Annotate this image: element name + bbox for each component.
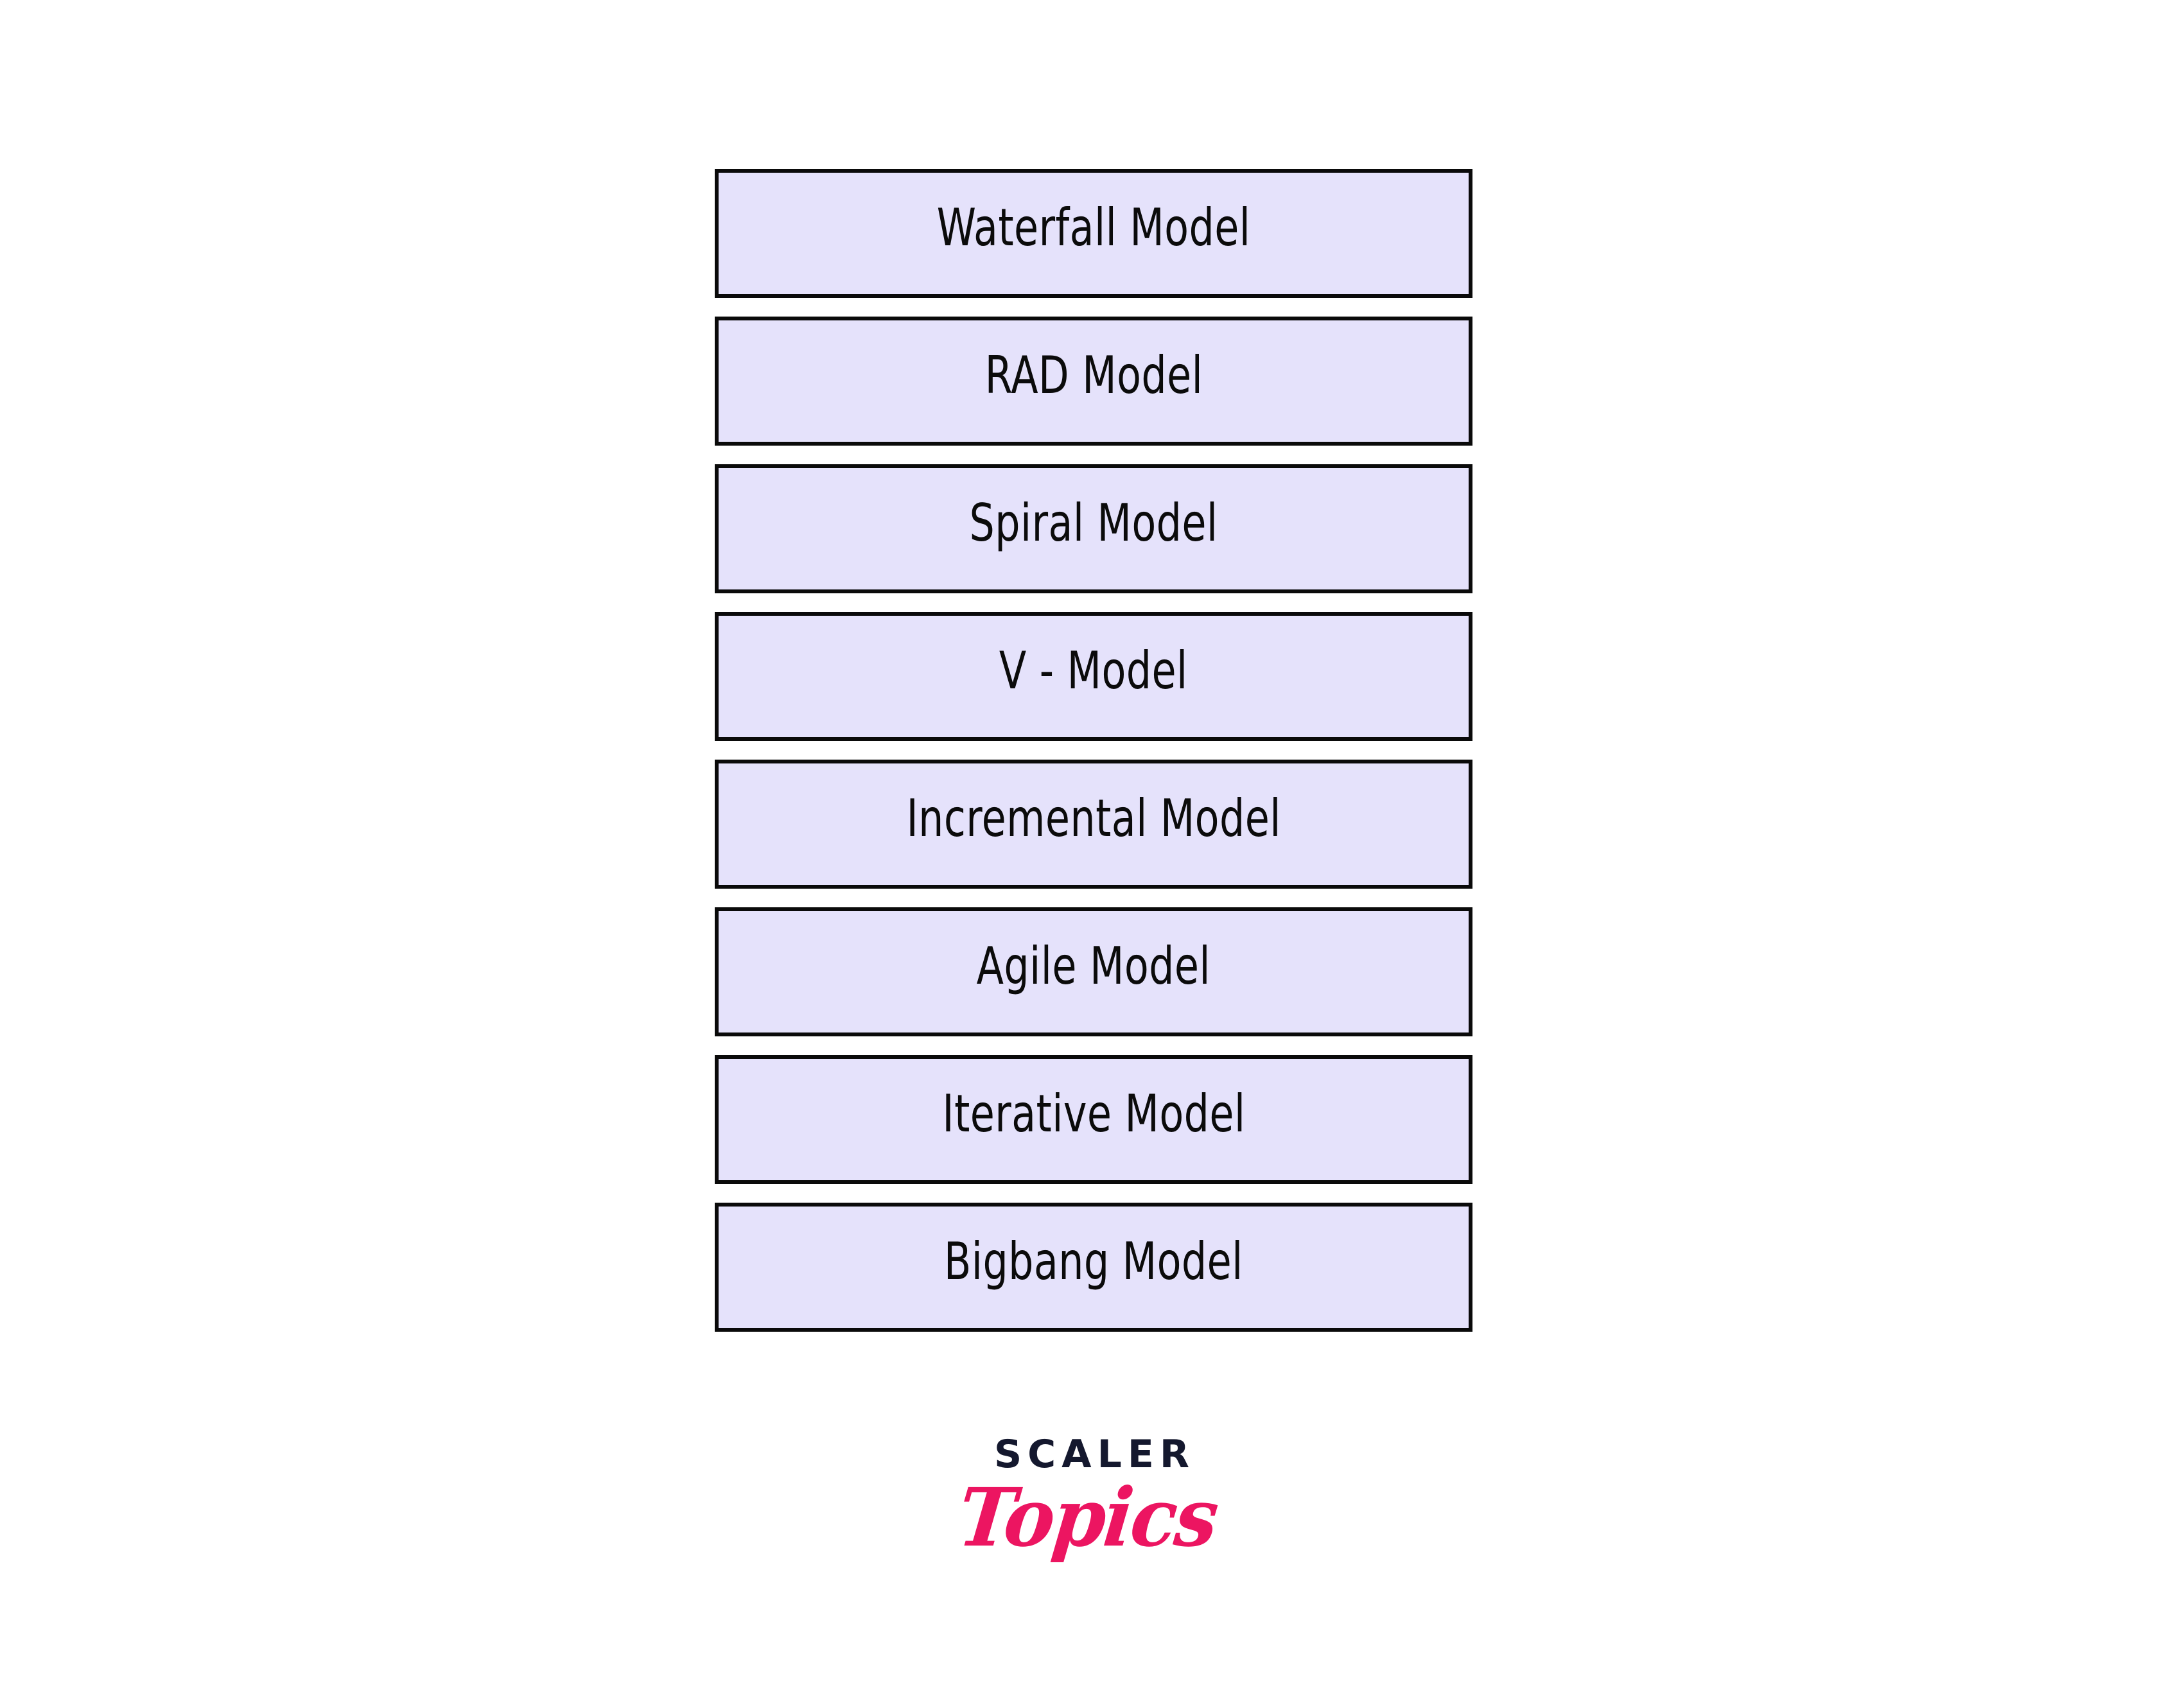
logo-wordmark-scaler: SCALER xyxy=(993,1432,1196,1477)
list-item[interactable]: Waterfall Model xyxy=(715,169,1472,298)
list-item[interactable]: RAD Model xyxy=(715,317,1472,446)
sdlc-model-list: Waterfall Model RAD Model Spiral Model V… xyxy=(715,169,1472,1332)
model-label: Iterative Model xyxy=(941,1083,1246,1144)
scaler-topics-logo: SCALER Topics xyxy=(912,1435,1271,1573)
list-item[interactable]: Agile Model xyxy=(715,907,1472,1036)
list-item[interactable]: V - Model xyxy=(715,612,1472,741)
model-label: Waterfall Model xyxy=(936,197,1251,257)
logo-wordmark-topics: Topics xyxy=(954,1470,1221,1565)
model-label: Agile Model xyxy=(976,936,1211,996)
model-label: RAD Model xyxy=(984,345,1203,405)
model-label: Bigbang Model xyxy=(944,1231,1243,1291)
list-item[interactable]: Iterative Model xyxy=(715,1055,1472,1184)
list-item[interactable]: Spiral Model xyxy=(715,464,1472,593)
list-item[interactable]: Incremental Model xyxy=(715,760,1472,889)
list-item[interactable]: Bigbang Model xyxy=(715,1203,1472,1332)
model-label: Incremental Model xyxy=(906,788,1281,848)
model-label: V - Model xyxy=(999,640,1188,701)
model-label: Spiral Model xyxy=(969,492,1218,553)
